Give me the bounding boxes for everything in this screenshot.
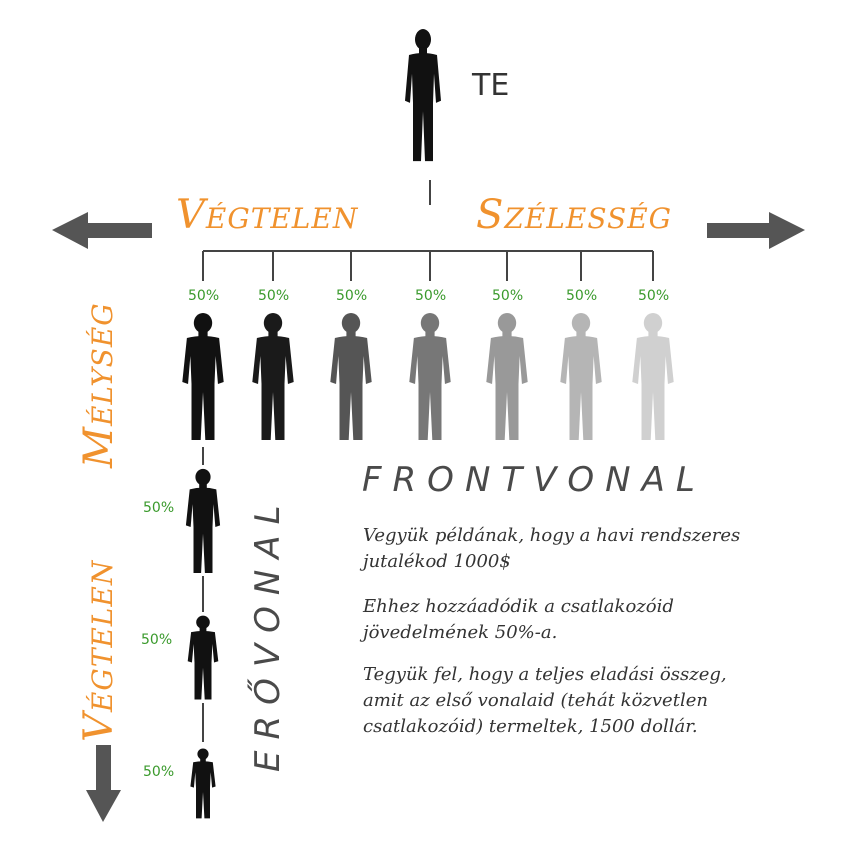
front-percent-2: 50% xyxy=(258,288,290,304)
front-person-3 xyxy=(330,313,372,440)
left-arrow-icon xyxy=(52,212,152,249)
depth-title: Mélység xyxy=(76,302,122,468)
powerline-title: ERŐVONAL xyxy=(248,494,288,772)
front-person-6 xyxy=(560,313,602,440)
note-1: Vegyük példának, hogy a havi rendszeres … xyxy=(363,525,741,572)
note-2: Ehhez hozzáadódik a csatlakozóid jövedel… xyxy=(363,596,674,643)
power-person-2 xyxy=(187,615,219,700)
front-percent-4: 50% xyxy=(415,288,447,304)
power-percent-1: 50% xyxy=(143,500,175,516)
width-left-title: Végtelen xyxy=(176,192,359,238)
depth-bottom-title: Végtelen xyxy=(76,559,122,742)
power-percent-3: 50% xyxy=(143,764,175,780)
front-line-drops xyxy=(202,251,654,281)
front-person-4 xyxy=(409,313,451,440)
down-arrow-icon xyxy=(86,745,121,822)
power-person-1 xyxy=(185,468,221,573)
front-line-people xyxy=(182,313,674,440)
right-arrow-icon xyxy=(707,212,805,249)
you-silhouette xyxy=(405,29,441,162)
front-person-1 xyxy=(182,313,224,440)
front-person-2 xyxy=(252,313,294,440)
front-percent-1: 50% xyxy=(188,288,220,304)
front-person-7 xyxy=(632,313,674,440)
front-percent-5: 50% xyxy=(492,288,524,304)
power-person-3 xyxy=(190,748,216,819)
front-person-5 xyxy=(486,313,528,440)
note-3: Tegyük fel, hogy a teljes eladási összeg… xyxy=(363,664,727,737)
frontline-title: FRONTVONAL xyxy=(362,460,706,500)
front-percent-6: 50% xyxy=(566,288,598,304)
power-percent-2: 50% xyxy=(141,632,173,648)
front-percent-7: 50% xyxy=(638,288,670,304)
front-percent-3: 50% xyxy=(336,288,368,304)
width-right-title: Szélesség xyxy=(476,192,673,238)
you-label: TE xyxy=(472,68,510,103)
